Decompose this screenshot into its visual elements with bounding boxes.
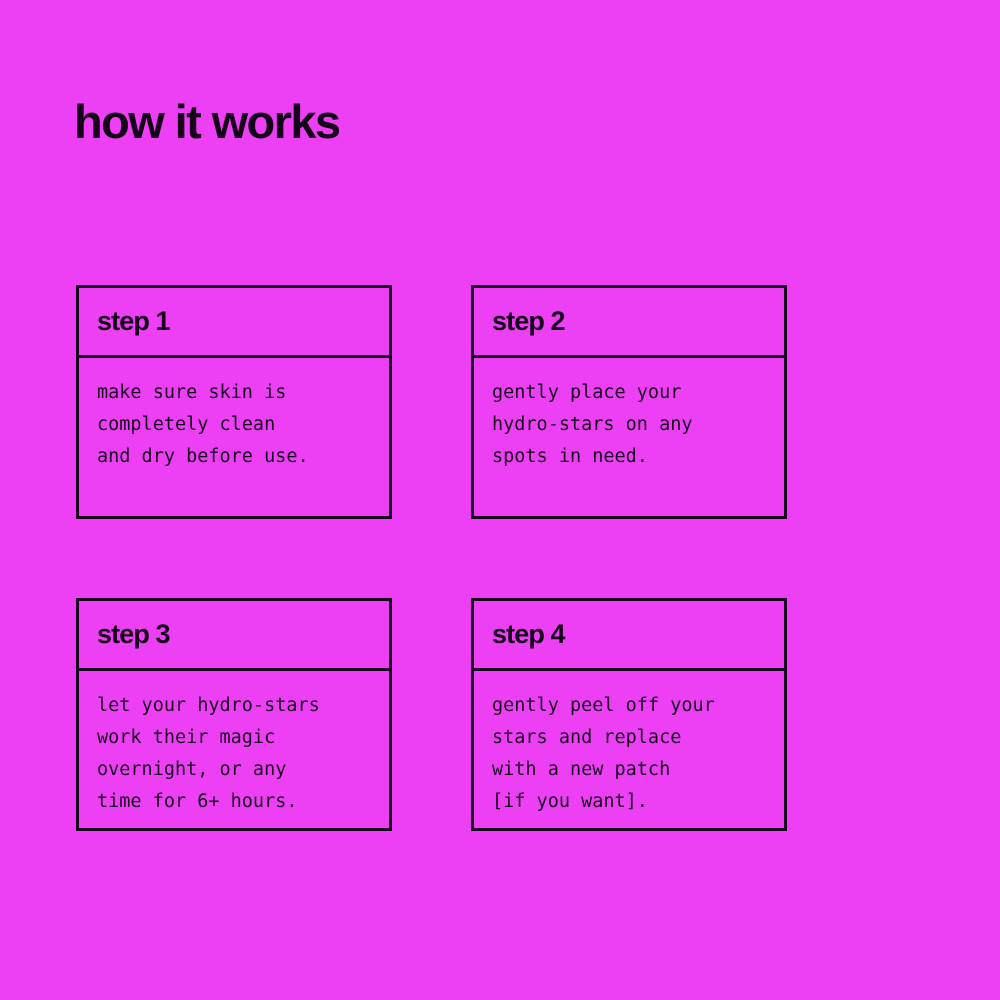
steps-grid: step 1 make sure skin is completely clea… bbox=[76, 285, 787, 831]
step-card-4: step 4 gently peel off your stars and re… bbox=[471, 598, 787, 831]
step-card-1-text: make sure skin is completely clean and d… bbox=[97, 382, 309, 467]
step-card-4-header: step 4 bbox=[474, 601, 784, 671]
page-title: how it works bbox=[74, 95, 341, 148]
step-card-1: step 1 make sure skin is completely clea… bbox=[76, 285, 392, 519]
step-card-2-header: step 2 bbox=[474, 288, 784, 358]
step-card-4-title: step 4 bbox=[492, 619, 566, 649]
step-card-1-title: step 1 bbox=[97, 306, 171, 336]
step-card-3-text: let your hydro-stars work their magic ov… bbox=[97, 695, 320, 812]
step-card-3-title: step 3 bbox=[97, 619, 171, 649]
step-card-2-title: step 2 bbox=[492, 306, 566, 336]
step-card-2-text: gently place your hydro-stars on any spo… bbox=[492, 382, 693, 467]
step-card-3-body: let your hydro-stars work their magic ov… bbox=[79, 671, 389, 828]
steps-row-top: step 1 make sure skin is completely clea… bbox=[76, 285, 787, 519]
steps-row-bottom: step 3 let your hydro-stars work their m… bbox=[76, 598, 787, 831]
step-card-3: step 3 let your hydro-stars work their m… bbox=[76, 598, 392, 831]
step-card-4-text: gently peel off your stars and replace w… bbox=[492, 695, 715, 812]
step-card-2-body: gently place your hydro-stars on any spo… bbox=[474, 358, 784, 516]
step-card-1-header: step 1 bbox=[79, 288, 389, 358]
step-card-2: step 2 gently place your hydro-stars on … bbox=[471, 285, 787, 519]
step-card-3-header: step 3 bbox=[79, 601, 389, 671]
step-card-1-body: make sure skin is completely clean and d… bbox=[79, 358, 389, 516]
step-card-4-body: gently peel off your stars and replace w… bbox=[474, 671, 784, 828]
